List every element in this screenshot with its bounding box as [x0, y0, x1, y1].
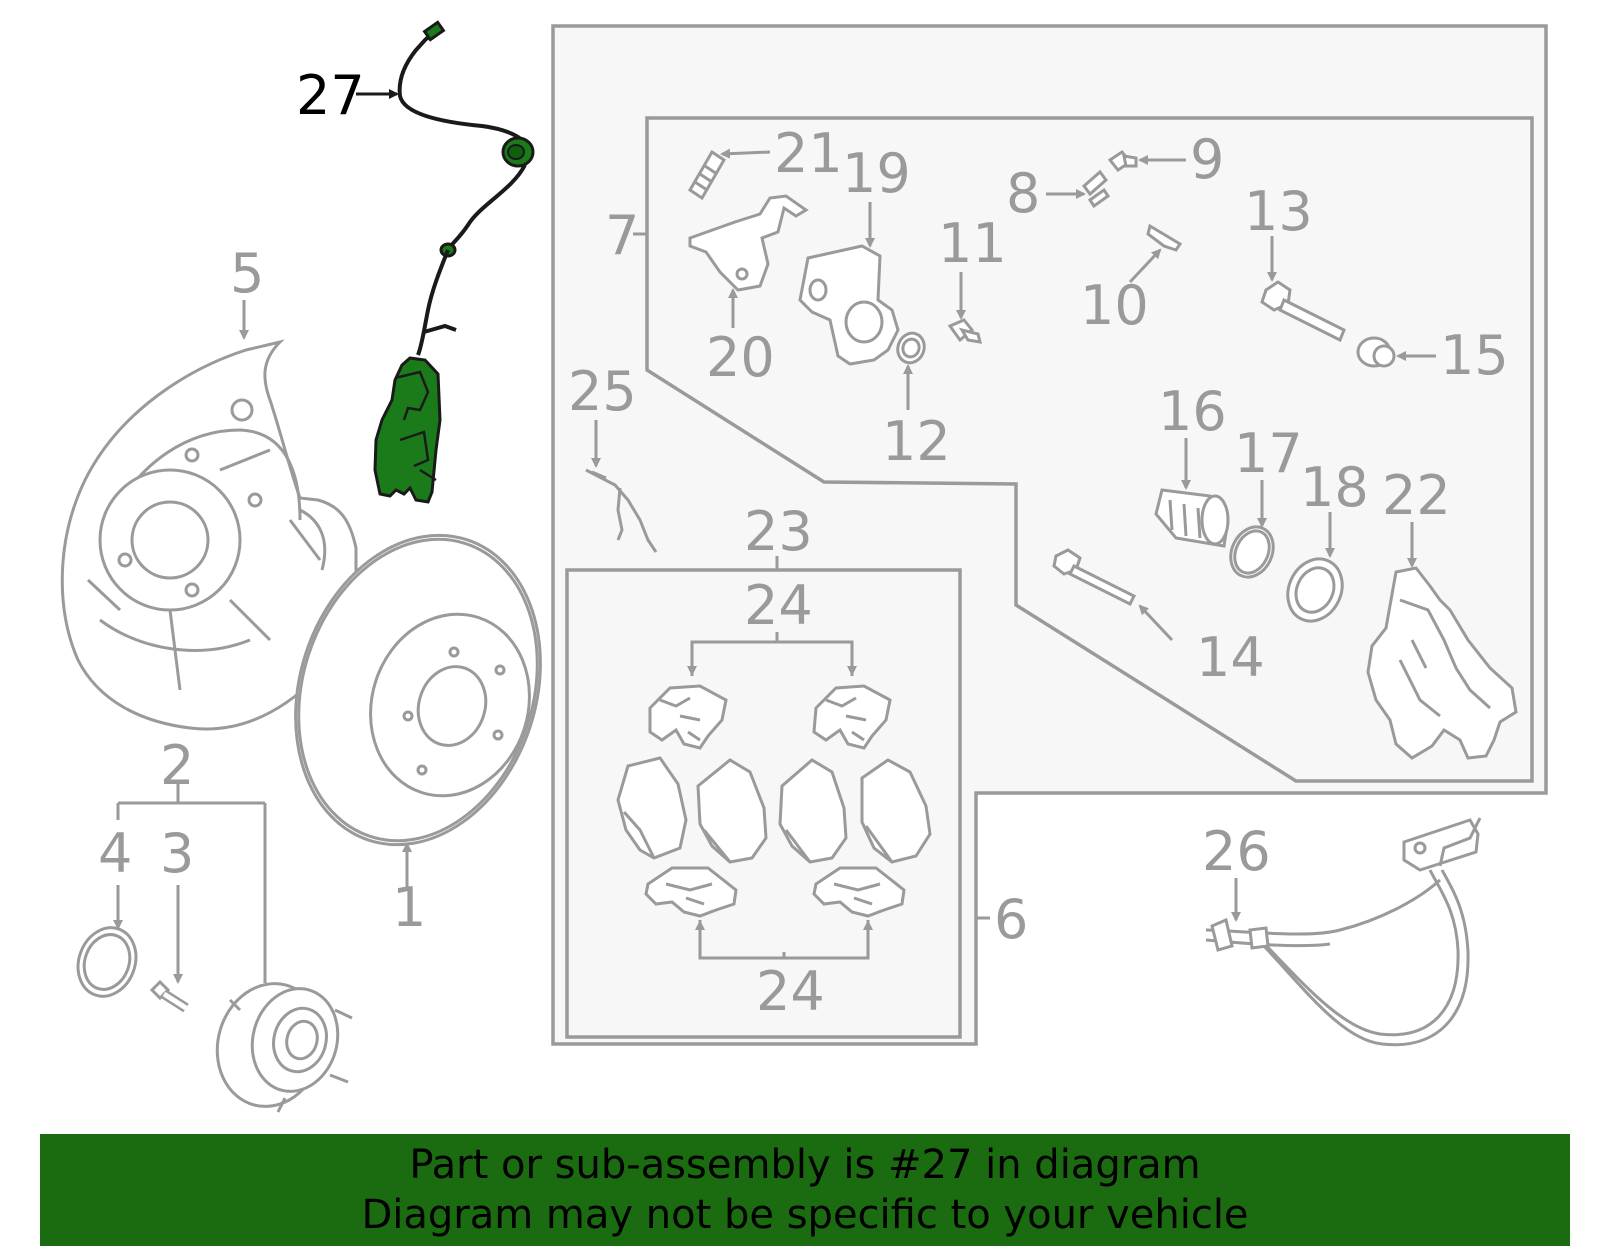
brake-hose-part	[1205, 817, 1482, 1047]
wheel-hub-part	[215, 982, 353, 1113]
leader-10	[1128, 248, 1162, 284]
bleeder-screw-part	[687, 149, 727, 201]
callout-4: 4	[98, 822, 132, 885]
brake-pad-4	[860, 758, 932, 864]
guide-bolt-part	[1052, 548, 1137, 607]
banner-line-1: Part or sub-assembly is #27 in diagram	[409, 1142, 1201, 1188]
callout-9: 9	[1190, 128, 1224, 191]
hub-bolt-part	[149, 979, 189, 1013]
callout-10: 10	[1080, 274, 1149, 337]
dust-shield-part	[60, 339, 358, 731]
callout-18: 18	[1300, 456, 1369, 519]
callout-1: 1	[392, 876, 426, 939]
callout-16: 16	[1158, 380, 1227, 443]
callout-22: 22	[1382, 464, 1451, 527]
banner-line-2: Diagram may not be specific to your vehi…	[361, 1192, 1249, 1238]
piston-boot-part	[1286, 557, 1344, 623]
brake-pad-2	[696, 758, 768, 864]
wheel-speed-sensor-part	[373, 20, 535, 504]
pad-shim-top-right	[812, 684, 892, 750]
notice-banner: Part or sub-assembly is #27 in diagram D…	[40, 1134, 1570, 1246]
caliper-piston-part	[1154, 488, 1230, 548]
callout-24-bottom: 24	[756, 960, 825, 1023]
callout-20: 20	[706, 326, 775, 389]
brake-pad-1	[616, 756, 688, 860]
callout-13: 13	[1244, 180, 1313, 243]
leader-24-top	[690, 632, 854, 676]
leader-2-bracket	[116, 783, 267, 983]
pin-part	[1146, 223, 1183, 252]
callout-8: 8	[1006, 162, 1040, 225]
bleeder-cap-part	[1081, 169, 1111, 209]
caliper-bracket-plate-part	[688, 194, 809, 292]
callout-12: 12	[882, 410, 951, 473]
pad-clip-part	[585, 468, 658, 553]
caliper-housing-part	[1366, 566, 1518, 760]
callout-15: 15	[1440, 324, 1509, 387]
leader-24-bottom	[698, 920, 870, 960]
pad-shim-top-left	[648, 684, 728, 750]
leader-21	[720, 148, 771, 159]
callout-24-top: 24	[744, 574, 813, 637]
callout-23: 23	[744, 500, 813, 563]
callout-7: 7	[605, 204, 639, 267]
leader-14	[1138, 604, 1174, 642]
guide-boot-part	[1356, 336, 1396, 368]
caliper-mount-part	[798, 244, 900, 366]
seal-ring-part	[896, 331, 926, 365]
brake-rotor-part	[294, 533, 542, 847]
callout-19: 19	[842, 142, 911, 205]
dust-cap-part	[1107, 149, 1138, 173]
callout-3: 3	[160, 822, 194, 885]
guide-pin-part	[1260, 280, 1346, 343]
callout-21: 21	[774, 122, 843, 185]
callout-5: 5	[230, 242, 264, 305]
callout-27: 27	[296, 64, 365, 127]
pad-shim-bottom-right	[812, 866, 906, 918]
callout-11: 11	[938, 212, 1007, 275]
pad-shim-bottom-left	[644, 866, 738, 918]
callout-17: 17	[1234, 422, 1303, 485]
callout-6: 6	[994, 888, 1028, 951]
guide-bolt-small-part	[947, 318, 983, 344]
callout-26: 26	[1202, 820, 1271, 883]
brake-pad-3	[778, 758, 848, 864]
piston-seal-part	[1229, 525, 1275, 579]
callout-14: 14	[1196, 626, 1265, 689]
abs-tone-ring-part	[76, 926, 138, 998]
callout-2: 2	[160, 734, 194, 797]
callout-25: 25	[568, 360, 637, 423]
